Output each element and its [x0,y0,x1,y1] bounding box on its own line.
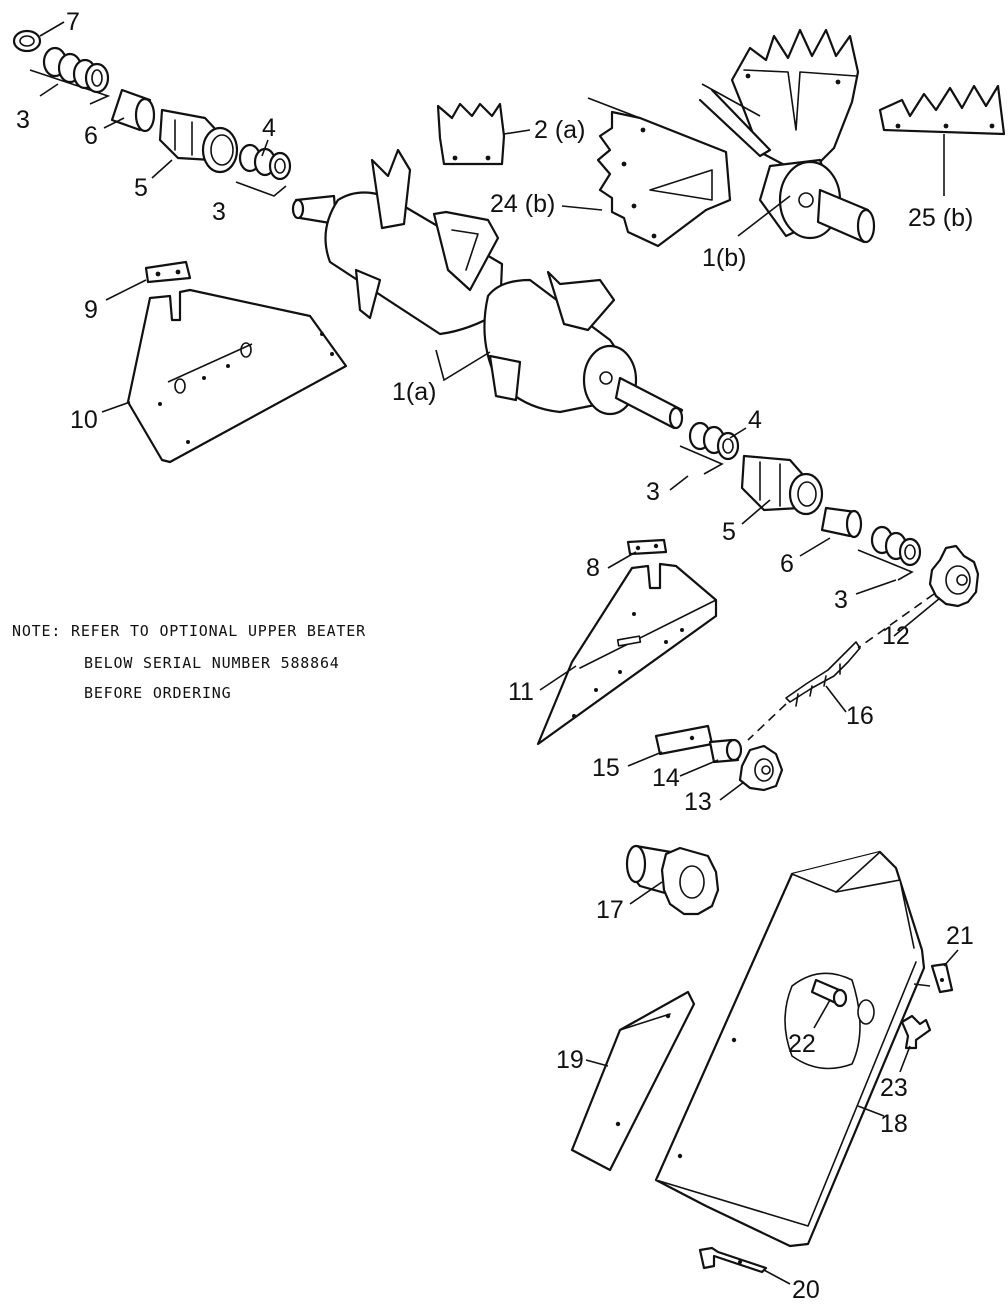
callout-3-top: 3 [16,106,30,134]
part-9-plate [144,260,192,284]
part-8-plate [626,538,668,556]
note-line-2: BELOW SERIAL NUMBER 588864 [84,654,340,672]
callout-6-mid: 6 [780,550,794,578]
part-5-bearing-top [158,108,239,174]
ordering-note: NOTE: REFER TO OPTIONAL UPPER BEATER BEL… [12,622,366,702]
part-3-washers-low [857,525,922,581]
callout-24b: 24 (b) [490,190,555,218]
part-7-cap [12,29,42,53]
part-16-chain [747,593,935,741]
callout-6-top: 6 [84,122,98,150]
callout-4-top: 4 [262,114,276,142]
callout-5-mid: 5 [722,518,736,546]
callout-3-b: 3 [212,198,226,226]
part-6-sleeve-top [110,88,156,133]
note-line-1: NOTE: REFER TO OPTIONAL UPPER BEATER [12,622,366,640]
part-13-sprocket [738,744,784,792]
callout-9: 9 [84,296,98,324]
callout-10: 10 [70,406,98,434]
part-3-washers-top [29,46,111,105]
part-10-side-panel [126,288,348,464]
callout-labels: 7 3 6 5 4 3 2 (a) 24 (b) 1(b) 25 (b) 9 1… [16,8,974,1304]
part-1b-beater-shaft [698,28,876,244]
part-15-plate [654,724,714,756]
part-2a-tooth-plate [436,102,506,166]
callout-11: 11 [508,678,534,706]
callout-14: 14 [652,764,680,792]
callout-16: 16 [846,702,874,730]
callout-13: 13 [684,788,712,816]
callout-19: 19 [556,1046,584,1074]
part-14-bushing [708,738,743,764]
part-17-sprocket-hub [625,844,720,916]
part-24b-tooth-plate [587,97,732,248]
callout-21: 21 [946,922,974,950]
callout-5-top: 5 [134,174,148,202]
callout-20: 20 [792,1276,820,1304]
callout-17: 17 [596,896,624,924]
part-11-side-panel [536,562,718,746]
callout-1a: 1(a) [392,378,436,406]
callout-4-mid: 4 [748,406,762,434]
part-23-wing-bolt [900,1014,932,1050]
part-1a-beater-shaft [291,148,684,430]
part-19-cover-plate [570,990,696,1172]
part-21-clip [930,962,954,994]
callout-18: 18 [880,1110,908,1138]
part-5-bearing-mid [740,454,824,516]
callout-3-low: 3 [834,586,848,614]
part-4-washers-upper [235,143,292,197]
part-6-sleeve-mid [820,506,863,539]
part-12-sprocket [928,544,980,608]
callout-7: 7 [66,8,80,36]
callout-1b: 1(b) [702,244,746,272]
callout-15: 15 [592,754,620,782]
part-4-washers-mid [679,421,740,475]
callout-3-mid: 3 [646,478,660,506]
callout-8: 8 [586,554,600,582]
callout-23: 23 [880,1074,908,1102]
part-25b-tooth-plate [878,84,1006,136]
callout-leaders [39,21,959,1285]
callout-2a: 2 (a) [534,116,585,144]
callout-22: 22 [788,1030,816,1058]
note-line-3: BEFORE ORDERING [84,684,231,702]
callout-25b: 25 (b) [908,204,973,232]
part-18-chain-guard [654,850,931,1248]
part-20-bracket [698,1246,768,1274]
callout-12: 12 [882,622,910,650]
